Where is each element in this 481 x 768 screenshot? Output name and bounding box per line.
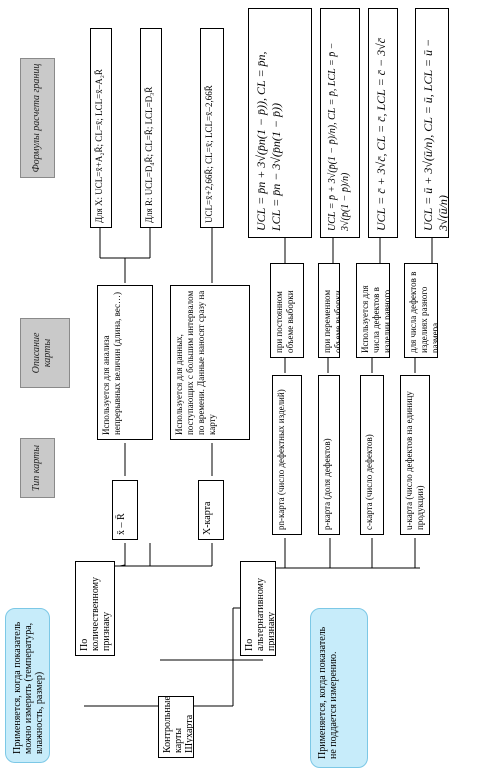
header-formulas: Формулы расчета границ [20, 58, 55, 178]
formula-c: UCL = c̄ + 3√c̄, CL = c̄, LCL = c̄ − 3√c… [368, 8, 398, 238]
formula-u: UCL = ū + 3√(ū/n), CL = ū, LCL = ū − 3√(… [415, 8, 449, 238]
chart-type-xr: x̄ – R̄ [112, 480, 138, 540]
formula-pn-line1: UCL = p̄n + 3√(p̄n(1 − p̄)), CL = p̄n, [254, 51, 268, 231]
formula-p: UCL = p̄ + 3√(p̄(1 − p̄)/n), CL = p̄, LC… [320, 8, 360, 238]
branch-quantitative: По количественному признаку [75, 561, 115, 656]
desc-pn: при постоянном объеме выборки [270, 263, 304, 358]
chart-type-c: c-карта (число дефектов) [360, 375, 384, 535]
desc-p: при переменном объеме выборки [318, 263, 340, 358]
callout-quantitative: Применяется, когда показатель можно изме… [5, 608, 50, 763]
formula-pn-line2: LCL = p̄n − 3√(p̄n(1 − p̄)) [269, 103, 283, 231]
chart-type-x: X-карта [198, 480, 224, 540]
header-description: Описание карты [20, 318, 70, 388]
desc-c: Используется для числа дефектов в издели… [356, 263, 390, 358]
desc-u: для числа дефектов в изделиях разного ра… [404, 263, 438, 358]
formula-r: Для R: UCL=D₄R̄; CL=R̄; LCL=D₃R̄ [140, 28, 162, 228]
formula-x-individual: UCL=x̄+2,66R̄; CL=x̄; LCL=x̄–2,66R̄ [200, 28, 224, 228]
chart-type-u: u-карта (число дефектов на единицу проду… [400, 375, 430, 535]
chart-type-pn: pn-карта (число дефектных изделий) [272, 375, 302, 535]
header-type: Тип карты [20, 438, 55, 498]
branch-attribute: По альтернативному признаку [240, 561, 276, 656]
formula-x: Для X: UCL=x̄+A₂R̄; CL=x̄; LCL=x̄–A₂R̄ [90, 28, 112, 228]
chart-type-p: p-карта (доля дефектов) [318, 375, 340, 535]
desc-xr: Используется для анализа непрерывных вел… [97, 285, 153, 440]
desc-x: Используется для данных, поступающих с б… [170, 285, 250, 440]
root-shewhart-charts: Контрольные карты Шухарта [158, 696, 194, 758]
formula-pn: UCL = p̄n + 3√(p̄n(1 − p̄)), CL = p̄n, L… [248, 8, 312, 238]
callout-attribute: Применяется, когда показатель не поддает… [310, 608, 368, 768]
